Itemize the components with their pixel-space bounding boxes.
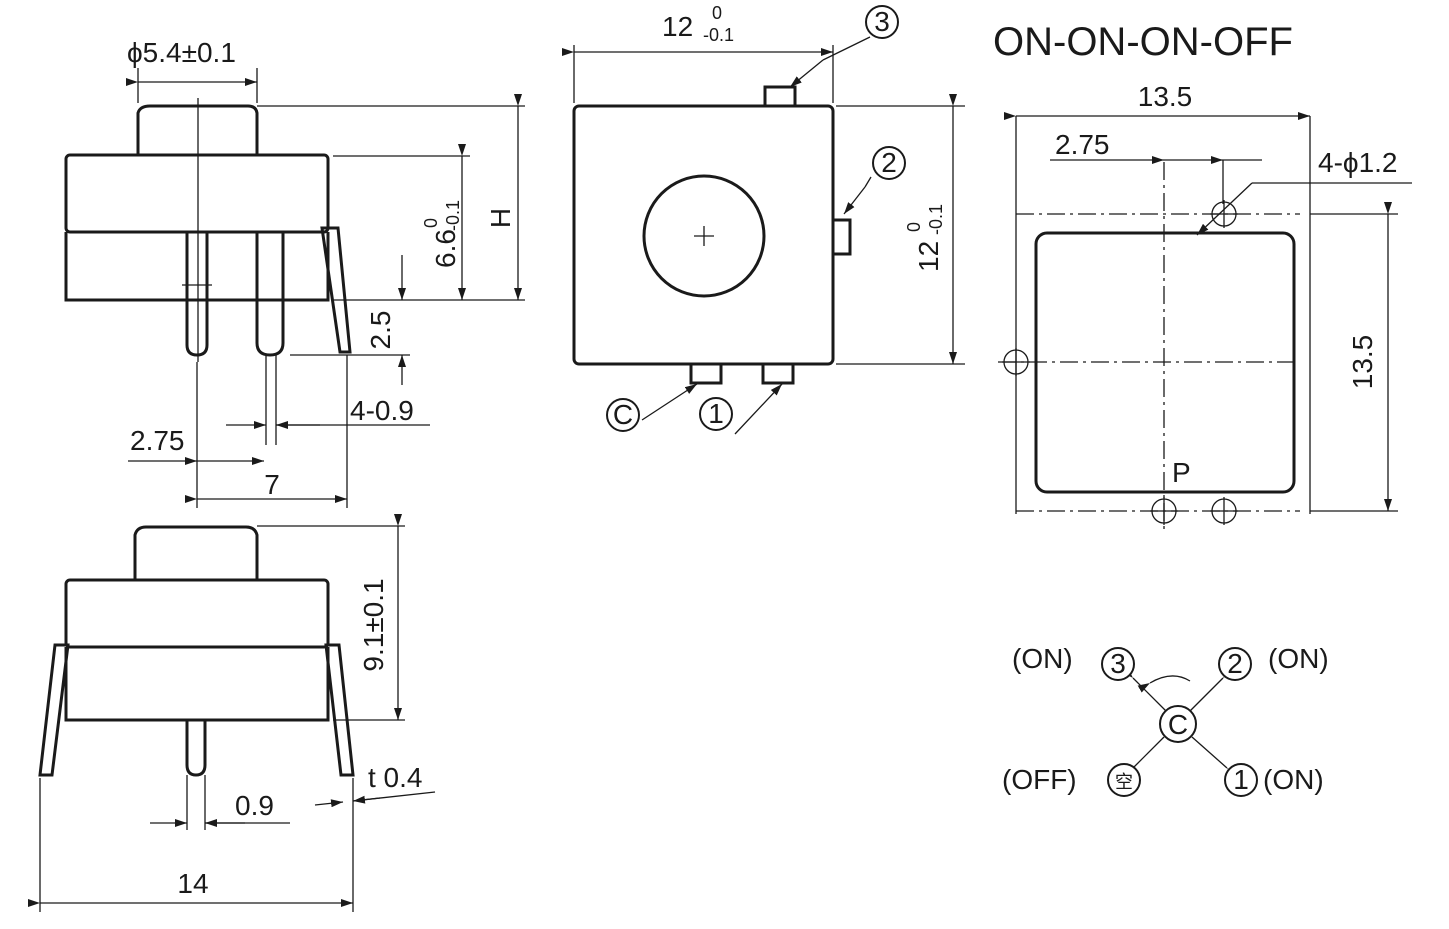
front-view: 9.1±0.1 0.9 t 0.4 14 bbox=[28, 514, 436, 912]
body-height-tol-lower: -0.1 bbox=[443, 200, 463, 231]
terminal-3-label: 3 bbox=[874, 6, 890, 37]
front-pin-width-label: 0.9 bbox=[235, 790, 274, 821]
terminal-1-label: 1 bbox=[708, 398, 724, 429]
node-3 bbox=[1101, 647, 1135, 681]
footprint-hole-offset-label: 2.75 bbox=[1055, 129, 1110, 160]
switch-schematic: C 3 2 空 1 (ON) (ON) (OFF) (ON) bbox=[1002, 643, 1329, 797]
terminal-3-callout bbox=[865, 5, 899, 39]
top-height-tol-lower: -0.1 bbox=[926, 204, 946, 235]
body-height-main: 6.6 bbox=[430, 229, 461, 268]
node-1-label: 1 bbox=[1233, 764, 1249, 795]
state-off-label: (OFF) bbox=[1002, 764, 1077, 795]
terminal-1-callout bbox=[699, 397, 733, 431]
total-height-label: 9.1±0.1 bbox=[358, 578, 389, 671]
node-off-label: 空 bbox=[1115, 772, 1133, 792]
diagram-title: ON-ON-ON-OFF bbox=[993, 20, 1293, 64]
node-1 bbox=[1224, 763, 1258, 797]
front-width-label: 14 bbox=[177, 868, 208, 899]
footprint-height-label: 13.5 bbox=[1347, 335, 1378, 390]
top-width-tol-upper: 0 bbox=[712, 3, 722, 23]
pin-offset-label: 2.75 bbox=[130, 425, 185, 456]
node-2-label: 2 bbox=[1227, 648, 1243, 679]
top-height-dimension: 12 0 -0.1 bbox=[904, 204, 946, 272]
state-1-label: (ON) bbox=[1263, 764, 1324, 795]
knob-diameter-label: ϕ5.4±0.1 bbox=[127, 37, 236, 68]
hole-top bbox=[1210, 200, 1238, 228]
top-view: 3 2 C 1 12 0 -0.1 12 0 -0.1 bbox=[562, 3, 965, 435]
state-3-label: (ON) bbox=[1012, 643, 1073, 674]
top-height-tol-upper: 0 bbox=[904, 222, 924, 232]
terminal-2-callout bbox=[872, 146, 906, 180]
thickness-label: t 0.4 bbox=[368, 762, 422, 793]
pin-width-label: 4-0.9 bbox=[350, 395, 414, 426]
side-view: ϕ5.4±0.1 H 6.6 0 -0.1 2.5 4-0.9 2.75 7 bbox=[64, 37, 525, 508]
footprint-p-label: P bbox=[1172, 457, 1191, 488]
node-3-label: 3 bbox=[1110, 648, 1126, 679]
hole-bottom-right bbox=[1210, 497, 1238, 525]
top-width-tol-lower: -0.1 bbox=[703, 25, 734, 45]
state-2-label: (ON) bbox=[1268, 643, 1329, 674]
pcb-footprint: 13.5 2.75 4-ϕ1.2 13.5 P bbox=[998, 81, 1412, 530]
footprint-width-label: 13.5 bbox=[1138, 81, 1193, 112]
hole-bottom-p bbox=[1150, 497, 1178, 525]
footprint-hole-spec-label: 4-ϕ1.2 bbox=[1318, 147, 1398, 178]
node-c-label: C bbox=[1168, 709, 1188, 740]
node-c bbox=[1159, 705, 1197, 743]
top-width-main: 12 bbox=[662, 11, 693, 42]
terminal-2-label: 2 bbox=[881, 147, 897, 178]
terminal-c-label: C bbox=[613, 399, 633, 430]
body-height-tol-upper: 0 bbox=[421, 218, 441, 228]
top-width-dimension: 12 0 -0.1 bbox=[662, 3, 734, 45]
hole-left bbox=[1002, 348, 1030, 376]
node-2 bbox=[1218, 647, 1252, 681]
body-height-dimension: 6.6 0 -0.1 bbox=[421, 200, 463, 268]
node-off bbox=[1107, 763, 1141, 797]
terminal-c-callout bbox=[606, 398, 640, 432]
height-h-label: H bbox=[485, 208, 516, 228]
top-height-main: 12 bbox=[913, 241, 944, 272]
pin-length-label: 2.5 bbox=[365, 311, 396, 350]
pin-span-label: 7 bbox=[264, 469, 280, 500]
